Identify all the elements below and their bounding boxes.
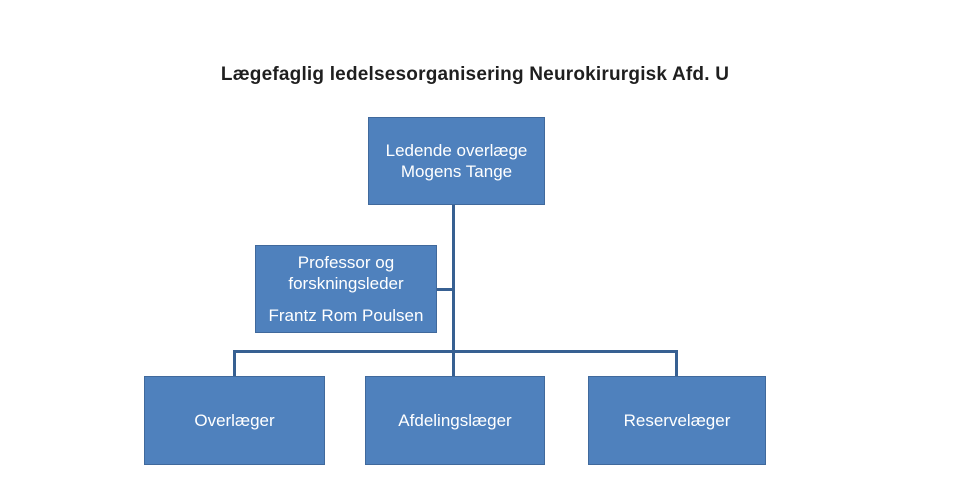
chart-title: Lægefaglig ledelsesorganisering Neurokir… (220, 64, 730, 85)
connector-stub-left (233, 350, 236, 376)
node-label: Overlæger (194, 411, 275, 430)
node-ledende-overlaege: Ledende overlæge Mogens Tange (368, 117, 545, 205)
node-role-label: Ledende overlæge (385, 141, 528, 160)
connector-horizontal-bus (233, 350, 678, 353)
node-role-label: Professor og forskningsleder (288, 253, 404, 293)
node-person-name: Mogens Tange (400, 162, 513, 181)
connector-root-vertical (452, 205, 455, 376)
connector-professor-branch (436, 288, 453, 291)
node-person-name: Frantz Rom Poulsen (268, 306, 424, 325)
connector-stub-right (675, 350, 678, 376)
node-label: Afdelingslæger (398, 411, 512, 430)
node-afdelingslaeger: Afdelingslæger (365, 376, 545, 465)
node-label: Reservelæger (623, 411, 731, 430)
node-reservelaeger: Reservelæger (588, 376, 766, 465)
node-overlaeger: Overlæger (144, 376, 325, 465)
node-professor-forskningsleder: Professor og forskningsleder Frantz Rom … (255, 245, 437, 333)
